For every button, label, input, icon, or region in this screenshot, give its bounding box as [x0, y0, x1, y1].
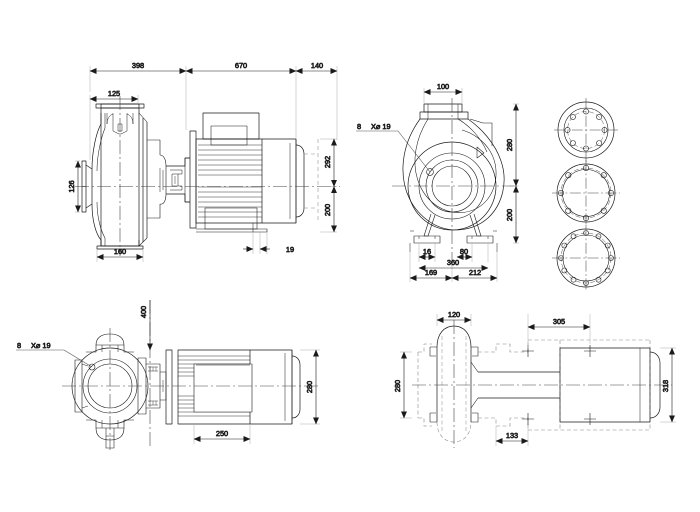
adapter-flange-plate-rear [165, 349, 173, 425]
discharge-flange-front [419, 103, 469, 120]
dim-125: 125 [108, 89, 120, 98]
dim-670: 670 [235, 61, 247, 70]
dim-126: 126 [67, 180, 76, 192]
dim-16: 16 [423, 247, 431, 256]
flange-pattern-8-hole-large [552, 160, 620, 226]
shaft-adapter-plan [470, 361, 560, 409]
center-lines-rear-view [62, 300, 320, 450]
dim-280-rear: 280 [305, 381, 314, 393]
pump-side-flanges-rear [74, 333, 147, 449]
dim-280-front: 280 [505, 139, 514, 151]
flange-pattern-8-hole-small [554, 98, 618, 162]
dim-318: 318 [661, 380, 670, 392]
view-plan-top: 120 305 280 318 133 [393, 310, 676, 448]
view-rear-elevation: 8 X⌀ 19 400 250 280 [16, 300, 320, 450]
dim-140: 140 [311, 61, 323, 70]
dim-250: 250 [216, 429, 228, 438]
bolt-hole-rear [88, 363, 96, 371]
view-side-elevation: 398 670 140 125 126 [67, 61, 340, 262]
view-flange-patterns [552, 98, 620, 291]
casing-back-plate [138, 112, 167, 247]
motor-foot [196, 207, 268, 233]
dim-80: 80 [460, 247, 468, 256]
electric-motor-rear [177, 349, 301, 425]
pump-body-plan [436, 325, 472, 443]
dim-292: 292 [323, 156, 332, 168]
motor-adapter-bracket [159, 157, 190, 203]
dim-305: 305 [553, 317, 565, 326]
dim-398: 398 [132, 61, 144, 70]
dimension-lines-rear-view: 400 250 280 [139, 300, 320, 444]
flange-pattern-12-hole [552, 225, 620, 291]
hidden-lines-side-view [304, 139, 319, 223]
dim-400: 400 [139, 306, 148, 318]
casing-side-lugs-plan [429, 346, 479, 423]
dim-360: 360 [447, 258, 459, 267]
adapter-flange-plate [184, 130, 197, 229]
dim-100: 100 [437, 82, 449, 91]
bolt-count-front: 8 [357, 122, 361, 131]
mounting-bolt-marks-plan [522, 345, 596, 425]
center-lines-front-view [392, 98, 515, 268]
dim-133: 133 [506, 431, 518, 440]
dim-169: 169 [425, 268, 437, 277]
bolt-callout-leader-front [356, 130, 431, 173]
dim-212: 212 [469, 268, 481, 277]
dim-200-front: 200 [505, 209, 514, 221]
electric-motor [195, 138, 305, 224]
bolt-callout-leader-rear [16, 349, 93, 368]
center-lines-plan-view [412, 320, 672, 448]
dim-120: 120 [448, 310, 460, 319]
dimension-lines-plan-view: 120 305 280 318 133 [393, 310, 676, 446]
dim-280-plan: 280 [393, 380, 402, 392]
bolt-diameter-rear: X⌀ 19 [31, 341, 51, 350]
dim-19: 19 [286, 245, 294, 254]
pump-casing [91, 103, 145, 246]
volute-casing-front [402, 118, 505, 231]
dim-200-side: 200 [323, 204, 332, 216]
dimension-lines-side-view: 398 670 140 125 126 [67, 61, 338, 262]
rotation-arrow-marker [476, 146, 485, 159]
bolt-hole-front [426, 168, 434, 176]
view-front-elevation: 8 X⌀ 19 [356, 82, 519, 282]
base-feet-front [409, 213, 498, 252]
bolt-diameter-front: X⌀ 19 [371, 122, 391, 131]
motor-terminal-box [202, 112, 260, 146]
dimension-lines-front-view: 100 280 200 16 80 [409, 82, 519, 282]
center-line-side-view [75, 96, 340, 256]
bolt-count-rear: 8 [17, 341, 21, 350]
dim-160: 160 [114, 247, 126, 256]
